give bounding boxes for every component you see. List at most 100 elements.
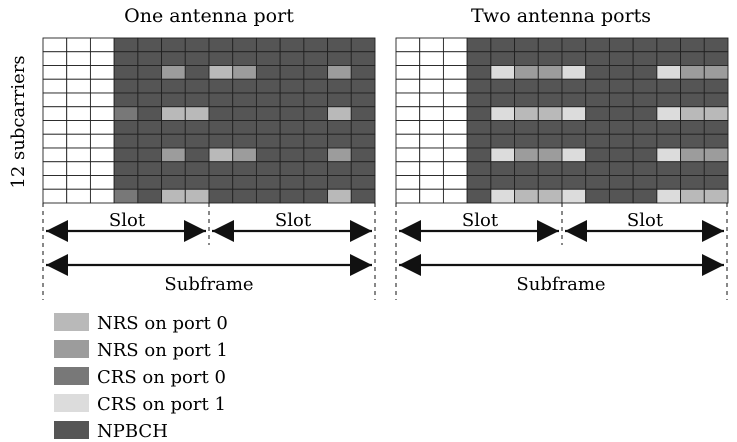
grid-cell bbox=[703, 188, 729, 204]
grid-cell bbox=[208, 147, 234, 163]
grid-cell bbox=[208, 106, 234, 121]
grid-cell bbox=[537, 65, 563, 80]
grid-cell bbox=[490, 92, 516, 108]
grid-cell bbox=[232, 37, 257, 53]
grid-cell bbox=[113, 92, 139, 108]
grid-cell bbox=[113, 65, 139, 80]
grid-cell bbox=[419, 92, 444, 108]
grid-cell bbox=[395, 120, 421, 135]
grid-cell bbox=[42, 175, 68, 190]
grid-cell bbox=[703, 92, 729, 108]
grid-cell bbox=[327, 92, 352, 108]
grid-cell bbox=[514, 175, 539, 190]
grid-cell bbox=[656, 175, 682, 190]
grid-cell bbox=[161, 78, 186, 94]
grid-cell bbox=[161, 106, 186, 121]
grid-cell bbox=[255, 65, 281, 80]
grid-cell bbox=[89, 106, 115, 121]
grid-cell bbox=[442, 37, 468, 53]
grid-cell bbox=[279, 106, 305, 121]
legend-label-crs-port-1: CRS on port 1 bbox=[97, 394, 226, 415]
grid-cell bbox=[632, 175, 658, 190]
grid-cell bbox=[208, 133, 234, 149]
grid-cell bbox=[419, 51, 444, 66]
grid-cell bbox=[585, 106, 610, 121]
grid-cell bbox=[161, 175, 186, 190]
grid-cell bbox=[279, 65, 305, 80]
grid-cell bbox=[585, 188, 610, 204]
grid-cell bbox=[608, 175, 634, 190]
grid-cell bbox=[419, 175, 444, 190]
grid-cell bbox=[490, 65, 516, 80]
grid-cell bbox=[608, 37, 634, 53]
grid-cell bbox=[632, 37, 658, 53]
grid-cell bbox=[656, 161, 682, 176]
grid-cell bbox=[89, 147, 115, 163]
grid-cell bbox=[350, 133, 376, 149]
grid-cell bbox=[113, 133, 139, 149]
grid-cell bbox=[66, 188, 91, 204]
grid-cell bbox=[632, 65, 658, 80]
grid-cell bbox=[161, 161, 186, 176]
grid-cell bbox=[184, 51, 210, 66]
grid-cell bbox=[608, 106, 634, 121]
grid-cell bbox=[466, 147, 492, 163]
grid-cell bbox=[561, 147, 587, 163]
grid-cell bbox=[279, 188, 305, 204]
grid-cell bbox=[232, 106, 257, 121]
grid-cell bbox=[350, 120, 376, 135]
subframe-label-two-ports: Subframe bbox=[516, 274, 605, 295]
grid-cell bbox=[442, 51, 468, 66]
grid-cell bbox=[395, 78, 421, 94]
grid-cell bbox=[350, 188, 376, 204]
grid-cell bbox=[279, 51, 305, 66]
grid-cell bbox=[419, 106, 444, 121]
grid-cell bbox=[42, 51, 68, 66]
grid-cell bbox=[608, 78, 634, 94]
grid-cell bbox=[327, 106, 352, 121]
grid-cell bbox=[561, 51, 587, 66]
grid-cell bbox=[466, 161, 492, 176]
grid-cell bbox=[490, 120, 516, 135]
grid-cell bbox=[442, 161, 468, 176]
grid-cell bbox=[703, 51, 729, 66]
legend-label-npbch: NPBCH bbox=[97, 421, 168, 442]
y-axis-label: 12 subcarriers bbox=[8, 55, 29, 188]
grid-cell bbox=[466, 92, 492, 108]
grid-cell bbox=[42, 147, 68, 163]
grid-cell bbox=[561, 106, 587, 121]
grid-cell bbox=[279, 133, 305, 149]
grid-cell bbox=[442, 106, 468, 121]
grid-cell bbox=[113, 188, 139, 204]
slot-arrows-one-port bbox=[46, 220, 372, 276]
grid-cell bbox=[656, 106, 682, 121]
grid-cell bbox=[255, 78, 281, 94]
grid-cell bbox=[395, 106, 421, 121]
grid-cell bbox=[490, 147, 516, 163]
grid-cell bbox=[490, 51, 516, 66]
grid-cell bbox=[442, 175, 468, 190]
grid-cell bbox=[490, 78, 516, 94]
grid-cell bbox=[184, 161, 210, 176]
grid-cell bbox=[680, 37, 705, 53]
grid-cell bbox=[537, 133, 563, 149]
grid-cell bbox=[303, 175, 329, 190]
grid-cell bbox=[303, 147, 329, 163]
grid-cell bbox=[466, 106, 492, 121]
grid-cell bbox=[66, 161, 91, 176]
grid-cell bbox=[608, 147, 634, 163]
grid-cell bbox=[42, 133, 68, 149]
grid-cell bbox=[279, 92, 305, 108]
grid-cell bbox=[680, 188, 705, 204]
grid-cell bbox=[279, 161, 305, 176]
grid-cell bbox=[303, 37, 329, 53]
slot-label-1: Slot bbox=[109, 210, 146, 231]
grid-cell bbox=[514, 106, 539, 121]
grid-cell bbox=[632, 120, 658, 135]
grid-cell bbox=[327, 78, 352, 94]
grid-cell bbox=[255, 161, 281, 176]
grid-cell bbox=[327, 51, 352, 66]
grid-cell bbox=[66, 147, 91, 163]
grid-cell bbox=[42, 78, 68, 94]
